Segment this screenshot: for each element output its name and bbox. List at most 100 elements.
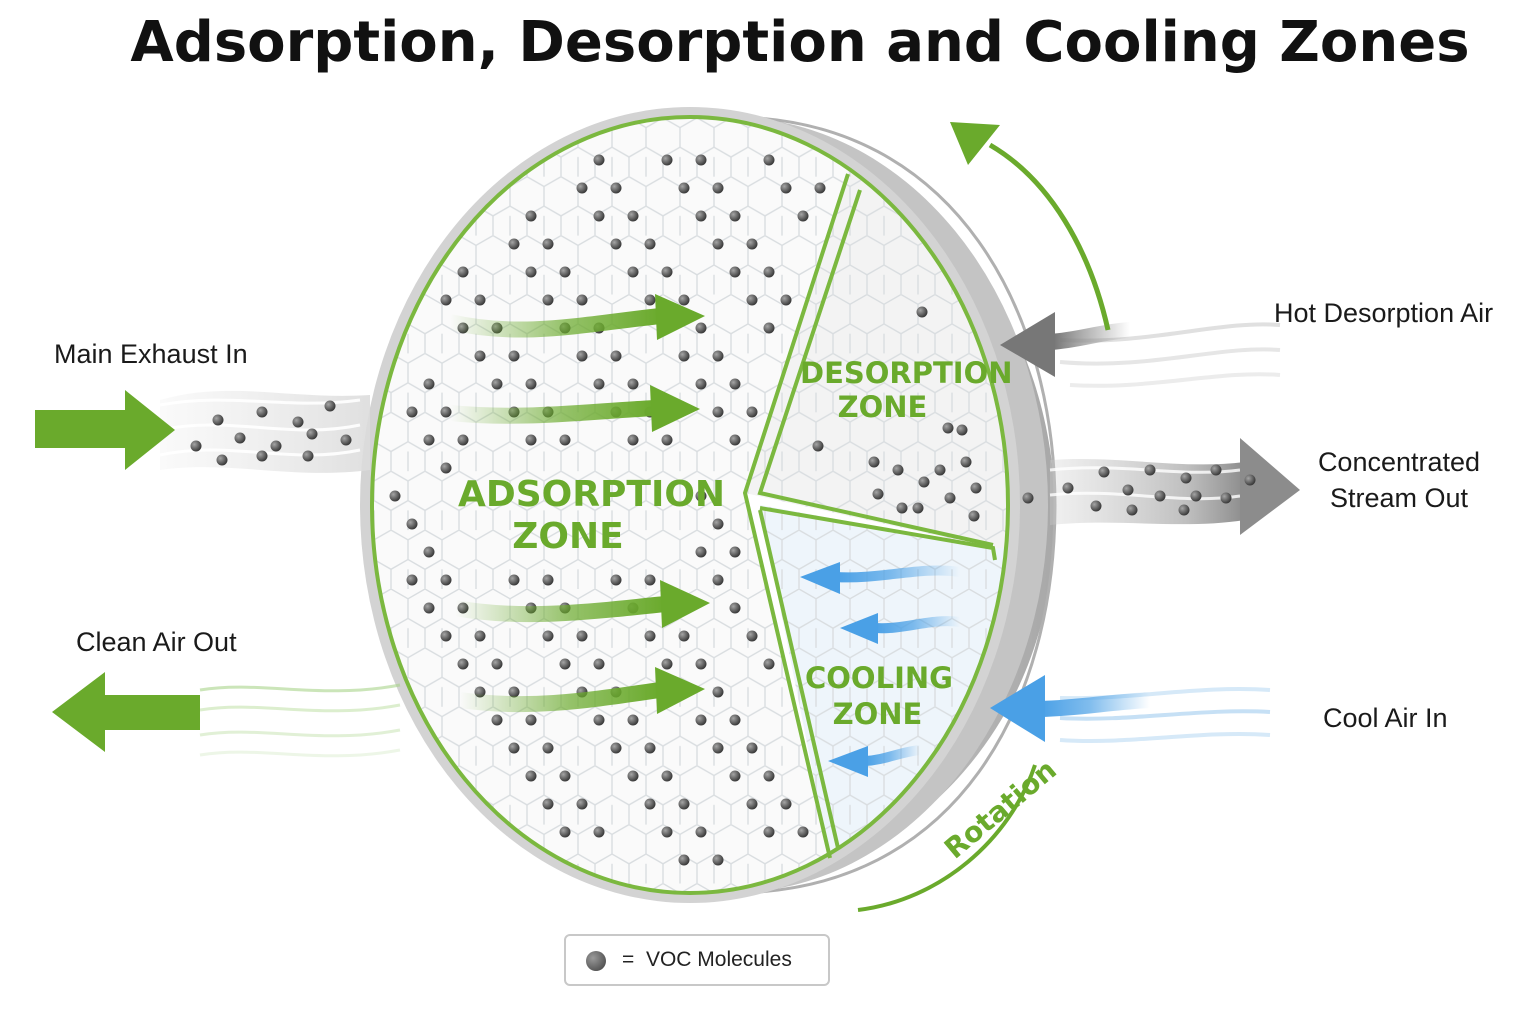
voc-molecule bbox=[324, 400, 336, 412]
voc-molecule bbox=[960, 456, 972, 468]
voc-molecule bbox=[406, 574, 418, 586]
voc-molecule bbox=[644, 574, 656, 586]
voc-molecule bbox=[542, 574, 554, 586]
rotation-arrowhead-top bbox=[950, 122, 1000, 165]
voc-molecule bbox=[610, 238, 622, 250]
voc-molecule bbox=[423, 546, 435, 558]
voc-molecule bbox=[712, 854, 724, 866]
voc-molecule bbox=[678, 294, 690, 306]
voc-molecule bbox=[525, 266, 537, 278]
voc-molecule bbox=[678, 630, 690, 642]
voc-molecule bbox=[712, 406, 724, 418]
voc-molecule bbox=[1244, 474, 1256, 486]
voc-molecule bbox=[661, 770, 673, 782]
voc-molecule bbox=[212, 414, 224, 426]
voc-molecule bbox=[559, 658, 571, 670]
cooling-arrow-1 bbox=[800, 562, 961, 594]
voc-molecule bbox=[712, 350, 724, 362]
voc-molecule bbox=[1126, 504, 1138, 516]
voc-molecule bbox=[423, 378, 435, 390]
voc-molecule bbox=[729, 210, 741, 222]
voc-molecule bbox=[1220, 492, 1232, 504]
voc-molecule bbox=[729, 434, 741, 446]
voc-molecule bbox=[576, 294, 588, 306]
voc-molecule bbox=[491, 378, 503, 390]
voc-molecule bbox=[340, 434, 352, 446]
voc-molecule bbox=[695, 378, 707, 390]
voc-molecule bbox=[1022, 492, 1034, 504]
voc-molecule bbox=[712, 518, 724, 530]
voc-molecule bbox=[576, 798, 588, 810]
voc-molecule bbox=[763, 770, 775, 782]
label-clean-air-out: Clean Air Out bbox=[76, 627, 237, 657]
voc-molecule bbox=[627, 210, 639, 222]
voc-molecule bbox=[525, 210, 537, 222]
voc-molecule bbox=[644, 798, 656, 810]
label-hot-desorption-air: Hot Desorption Air bbox=[1274, 298, 1494, 328]
adsorption-arrow-2 bbox=[449, 385, 700, 432]
main-exhaust-in-flow bbox=[35, 390, 370, 473]
voc-molecule bbox=[525, 378, 537, 390]
voc-molecule bbox=[956, 424, 968, 436]
voc-molecule bbox=[712, 686, 724, 698]
voc-molecule bbox=[942, 422, 954, 434]
main-exhaust-in-arrow bbox=[35, 390, 175, 470]
voc-molecule bbox=[593, 658, 605, 670]
voc-molecule bbox=[234, 432, 246, 444]
voc-molecule bbox=[934, 464, 946, 476]
voc-molecule bbox=[1178, 504, 1190, 516]
adsorption-arrow-4 bbox=[458, 667, 705, 714]
voc-molecule bbox=[306, 428, 318, 440]
voc-molecule bbox=[661, 826, 673, 838]
clean-air-out-arrow bbox=[52, 672, 200, 752]
voc-molecule bbox=[508, 742, 520, 754]
rotation-arrows bbox=[857, 122, 1111, 912]
voc-molecule bbox=[610, 350, 622, 362]
concentrated-stream-out-flow bbox=[1022, 438, 1300, 535]
voc-molecule bbox=[797, 210, 809, 222]
voc-molecule bbox=[912, 502, 924, 514]
voc-molecule bbox=[729, 378, 741, 390]
voc-molecule bbox=[190, 440, 202, 452]
label-main-exhaust-in: Main Exhaust In bbox=[54, 339, 248, 369]
voc-molecule bbox=[216, 454, 228, 466]
voc-molecule bbox=[746, 238, 758, 250]
voc-molecule bbox=[746, 294, 758, 306]
zone-desorption-line2: ZONE bbox=[837, 390, 928, 424]
rotation-arc-top bbox=[988, 142, 1111, 331]
voc-molecule bbox=[474, 630, 486, 642]
voc-molecule bbox=[627, 378, 639, 390]
voc-molecule bbox=[610, 182, 622, 194]
label-cool-air-in: Cool Air In bbox=[1323, 703, 1448, 733]
voc-molecule bbox=[712, 182, 724, 194]
voc-molecule bbox=[1210, 464, 1222, 476]
voc-molecule bbox=[508, 350, 520, 362]
voc-molecule bbox=[1154, 490, 1166, 502]
voc-molecule bbox=[610, 574, 622, 586]
voc-molecule bbox=[797, 826, 809, 838]
voc-molecule bbox=[729, 602, 741, 614]
voc-molecule bbox=[763, 658, 775, 670]
voc-molecule bbox=[661, 154, 673, 166]
voc-molecule bbox=[678, 854, 690, 866]
voc-molecule bbox=[1090, 500, 1102, 512]
voc-molecule bbox=[542, 798, 554, 810]
zone-cooling-line2: ZONE bbox=[832, 697, 923, 731]
adsorption-arrow-1 bbox=[448, 294, 705, 340]
voc-molecule bbox=[525, 434, 537, 446]
voc-molecule bbox=[1122, 484, 1134, 496]
voc-molecule bbox=[872, 488, 884, 500]
label-concentrated-line2: Stream Out bbox=[1329, 483, 1469, 513]
cooling-flow-arrows bbox=[800, 562, 961, 777]
voc-molecule bbox=[627, 266, 639, 278]
voc-molecule bbox=[627, 434, 639, 446]
voc-molecule bbox=[270, 440, 282, 452]
voc-molecule bbox=[661, 658, 673, 670]
voc-molecule bbox=[712, 742, 724, 754]
voc-molecule bbox=[712, 574, 724, 586]
voc-molecule bbox=[968, 510, 980, 522]
zone-label-desorption: DESORPTION ZONE bbox=[800, 356, 1013, 424]
voc-molecule bbox=[423, 434, 435, 446]
cooling-arrow-3 bbox=[828, 745, 921, 777]
voc-molecule bbox=[644, 238, 656, 250]
